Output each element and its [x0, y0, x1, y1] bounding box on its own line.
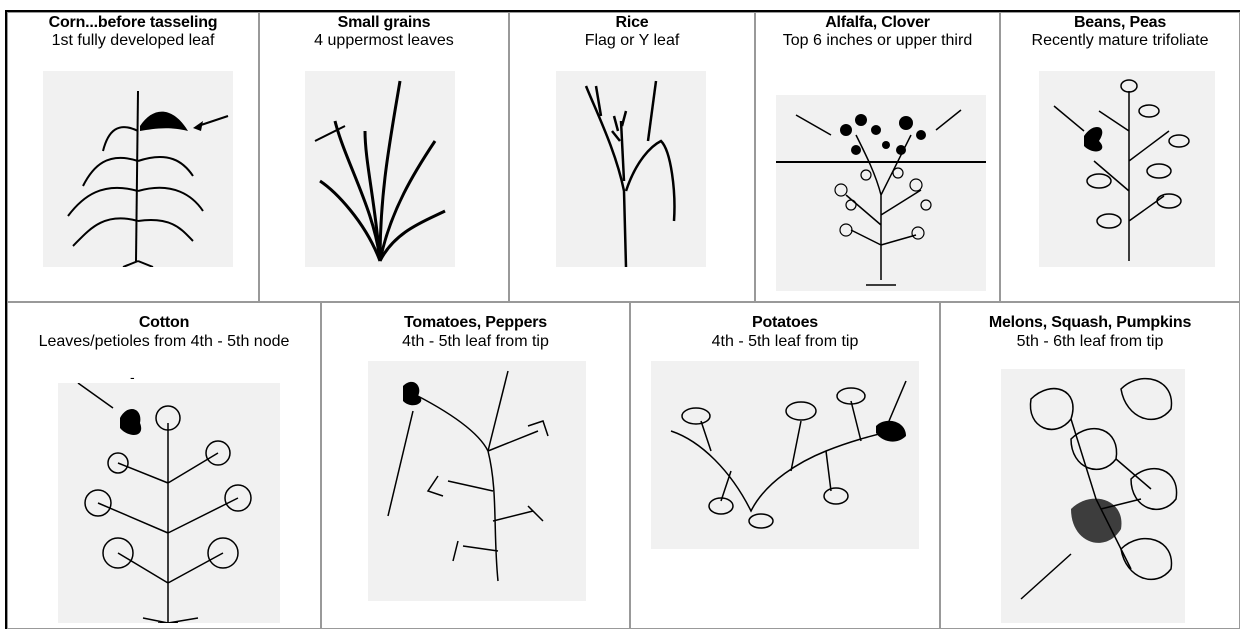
cell-title: Alfalfa, Clover — [756, 14, 999, 32]
tomato-plant-icon — [368, 361, 586, 601]
cell-title: Melons, Squash, Pumpkins — [941, 314, 1239, 332]
cell-potatoes: Potatoes 4th - 5th leaf from tip — [630, 302, 940, 629]
cell-subtitle: 4th - 5th leaf from tip — [631, 332, 939, 351]
bean-plant-icon — [1039, 71, 1215, 267]
cell-title: Small grains — [260, 14, 508, 32]
cell-title: Corn...before tasseling — [8, 14, 258, 32]
cell-subtitle: Flag or Y leaf — [510, 31, 754, 50]
cell-subtitle: 1st fully developed leaf — [8, 31, 258, 50]
cell-melons: Melons, Squash, Pumpkins 5th - 6th leaf … — [940, 302, 1240, 629]
cell-subtitle: Top 6 inches or upper third — [776, 31, 979, 50]
cell-subtitle: Leaves/petioles from 4th - 5th node — [28, 332, 300, 351]
cell-subtitle: 5th - 6th leaf from tip — [941, 332, 1239, 351]
cell-cotton: Cotton Leaves/petioles from 4th - 5th no… — [7, 302, 321, 629]
cell-subtitle: Recently mature trifoliate — [1001, 31, 1239, 50]
cell-small-grains: Small grains 4 uppermost leaves — [259, 12, 509, 302]
melon-vine-icon — [1001, 369, 1185, 623]
cell-rice: Rice Flag or Y leaf — [509, 12, 755, 302]
cell-title: Cotton — [8, 314, 320, 332]
potato-plant-icon — [651, 361, 919, 549]
cell-corn: Corn...before tasseling 1st fully develo… — [7, 12, 259, 302]
small-grains-plant-icon — [305, 71, 455, 267]
cell-tomatoes-peppers: Tomatoes, Peppers 4th - 5th leaf from ti… — [321, 302, 630, 629]
cell-title: Rice — [510, 14, 754, 32]
rice-plant-icon — [556, 71, 706, 267]
cell-title: Tomatoes, Peppers — [322, 314, 629, 332]
cell-title: Potatoes — [631, 314, 939, 332]
corn-plant-icon — [43, 71, 233, 267]
cotton-plant-icon — [58, 383, 280, 623]
alfalfa-clover-plant-icon — [776, 95, 986, 291]
cell-beans-peas: Beans, Peas Recently mature trifoliate — [1000, 12, 1240, 302]
cell-subtitle: 4 uppermost leaves — [260, 31, 508, 50]
cell-subtitle: 4th - 5th leaf from tip — [322, 332, 629, 351]
cell-title: Beans, Peas — [1001, 14, 1239, 32]
cell-alfalfa: Alfalfa, Clover Top 6 inches or upper th… — [755, 12, 1000, 302]
